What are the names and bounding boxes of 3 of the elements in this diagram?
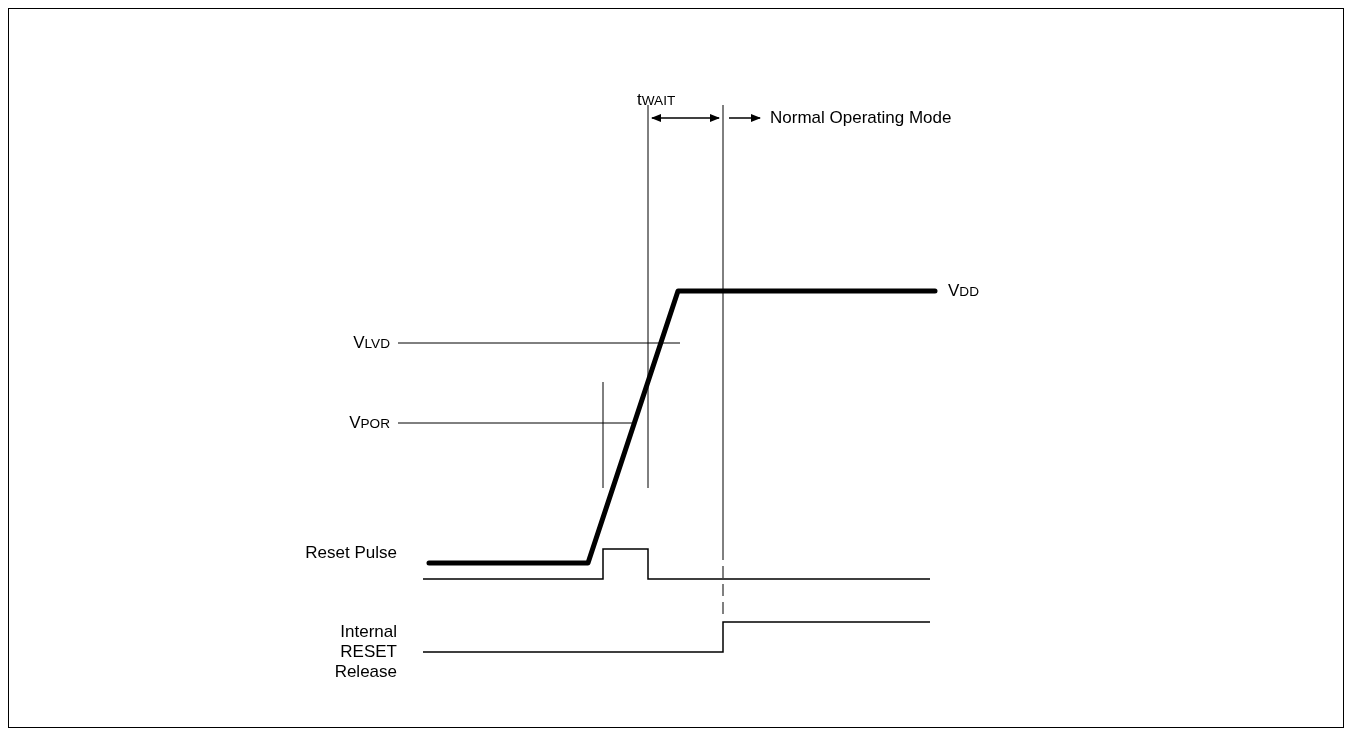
signal-label: Internal RESET Release — [333, 622, 397, 682]
signal-label: Reset Pulse — [304, 543, 397, 563]
mode-label: Normal Operating Mode — [770, 108, 952, 128]
